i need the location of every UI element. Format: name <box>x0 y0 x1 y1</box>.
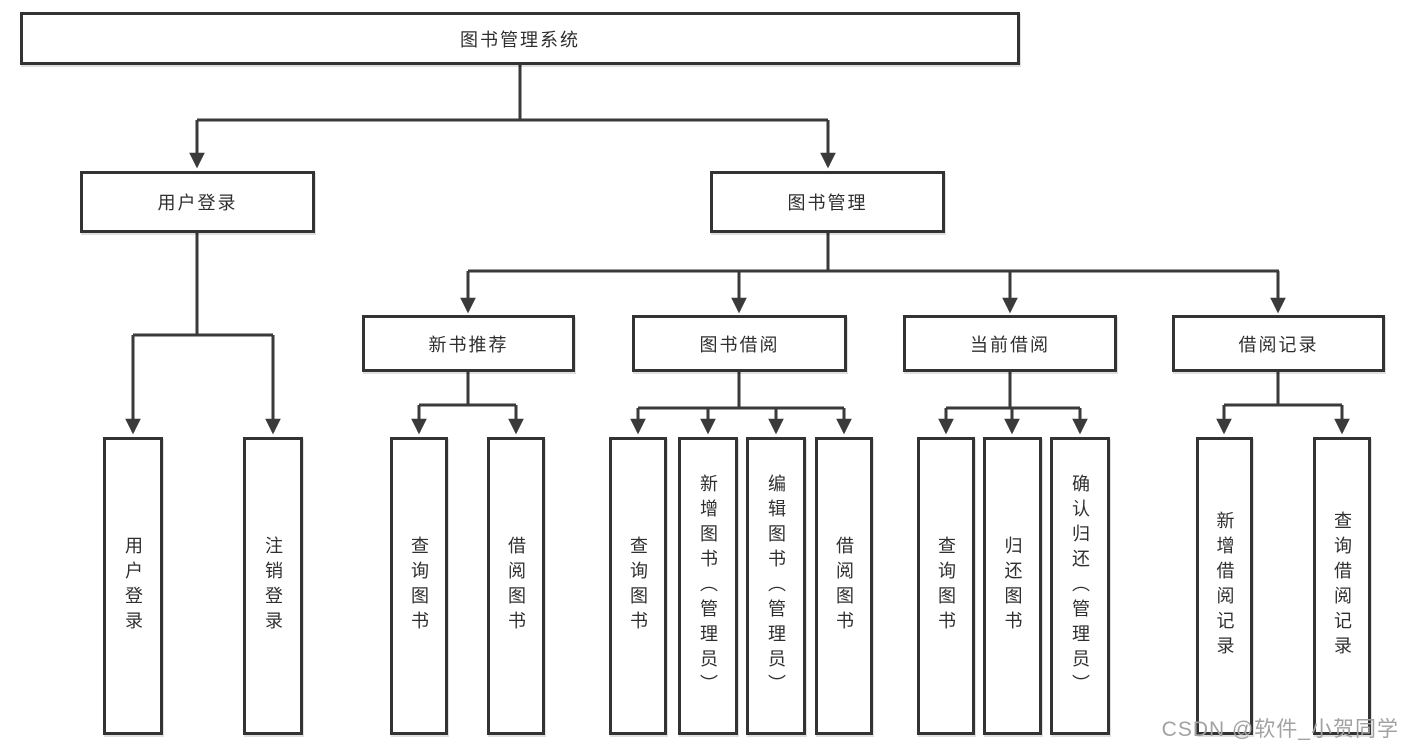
leaf-return-book: 归还图书 <box>983 437 1042 735</box>
leaf-user-login: 用户登录 <box>103 437 163 735</box>
wire-borrow-trunk <box>638 372 844 410</box>
node-library-management-system: 图书管理系统 <box>20 12 1020 65</box>
csdn-watermark: CSDN @软件_小贺同学 <box>1161 718 1399 741</box>
node-book-borrow: 图书借阅 <box>632 315 847 372</box>
wire-root-trunk <box>197 65 828 122</box>
leaf-borrow-book-1: 借阅图书 <box>487 437 545 735</box>
leaf-edit-book-admin: 编辑图书（管理员） <box>746 437 806 735</box>
node-current-borrow: 当前借阅 <box>903 315 1117 372</box>
leaf-borrow-book-2: 借阅图书 <box>815 437 873 735</box>
leaf-query-borrow-record: 查询借阅记录 <box>1313 437 1371 735</box>
leaf-logout: 注销登录 <box>243 437 303 735</box>
node-borrow-record: 借阅记录 <box>1172 315 1385 372</box>
wire-mgmt-trunk <box>468 233 1279 273</box>
leaf-query-book-1: 查询图书 <box>390 437 448 735</box>
wire-newbook-trunk <box>419 372 516 407</box>
wire-record-trunk <box>1224 372 1342 407</box>
node-book-management: 图书管理 <box>710 171 945 233</box>
leaf-query-book-3: 查询图书 <box>917 437 975 735</box>
node-new-book-recommend: 新书推荐 <box>362 315 575 372</box>
leaf-add-borrow-record: 新增借阅记录 <box>1196 437 1253 735</box>
leaf-confirm-return-admin: 确认归还（管理员） <box>1050 437 1110 735</box>
node-user-login: 用户登录 <box>80 171 315 233</box>
wire-current-trunk <box>946 372 1080 410</box>
leaf-add-book-admin: 新增图书（管理员） <box>678 437 738 735</box>
leaf-query-book-2: 查询图书 <box>609 437 667 735</box>
wire-login-trunk <box>133 233 273 337</box>
